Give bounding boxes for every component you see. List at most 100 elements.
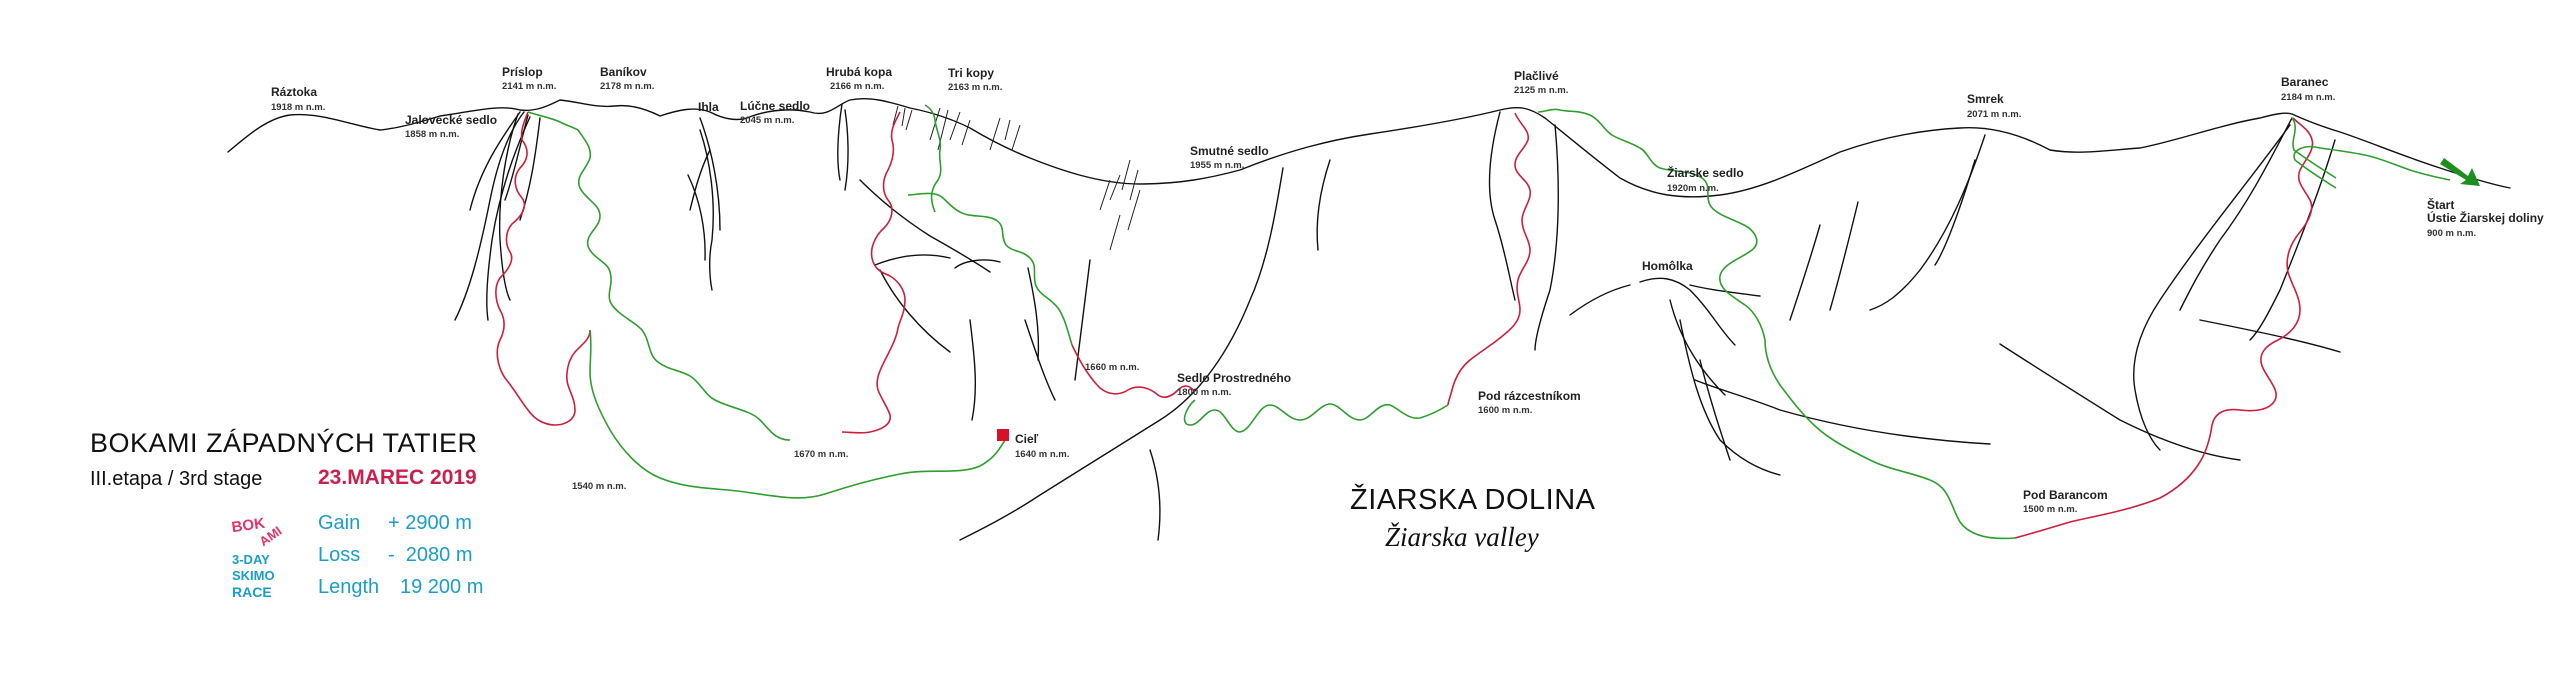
- bokami-logo: BOK AMI: [231, 515, 285, 548]
- skimo-logo-line3: RACE: [232, 584, 272, 600]
- spur: [454, 111, 525, 321]
- label-smutne-sedlo: Smutné sedlo: [1190, 144, 1269, 158]
- elev-start: 900 m n.m.: [2427, 228, 2476, 239]
- label-banikov: Baníkov: [600, 65, 647, 79]
- spur: [859, 179, 991, 273]
- spur: [2179, 117, 2293, 311]
- climb-segment-start2: [2291, 117, 2337, 179]
- peak-labels: Ráztoka 1918 m n.m. Jalovecké sedlo 1858…: [271, 65, 2335, 273]
- spur: [879, 269, 951, 353]
- climb-segment-tri-kopy: [924, 104, 942, 213]
- spur: [1694, 379, 1991, 445]
- descent-segment-prislop: [495, 111, 591, 426]
- label-sedlo-prostredneho: Sedlo Prostredného: [1177, 371, 1291, 385]
- rock-hatching: [892, 105, 1141, 251]
- label-ciel: Cieľ: [1015, 432, 1039, 446]
- descent-segment-baranec: [2014, 117, 2314, 539]
- label-placlive: Plačlivé: [1514, 69, 1559, 83]
- elev-hruba-kopa: 2166 m n.m.: [830, 81, 884, 92]
- elev-baranec: 2184 m n.m.: [2281, 92, 2335, 103]
- spur: [699, 129, 714, 291]
- climb-route: [527, 104, 2451, 540]
- spur: [2133, 124, 2291, 451]
- spur: [1488, 111, 1516, 301]
- elev-smutne-sedlo: 1955 m n.m.: [1190, 160, 1244, 171]
- spur: [498, 113, 519, 301]
- spur: [1689, 284, 1761, 297]
- elev-1660: 1660 m n.m.: [1085, 362, 1139, 373]
- elev-pod-barancom: 1500 m n.m.: [2023, 504, 2077, 515]
- spur: [1669, 299, 1726, 396]
- main-ridge: [227, 98, 2511, 198]
- label-lucne-sedlo: Lúčne sedlo: [740, 99, 810, 113]
- elev-banikov: 2178 m n.m.: [600, 81, 654, 92]
- spur: [2199, 319, 2341, 353]
- start-arrow-icon: [2440, 158, 2480, 186]
- elev-jalovecke-sedlo: 1858 m n.m.: [405, 129, 459, 140]
- elev-raztoka: 1918 m n.m.: [271, 102, 325, 113]
- spur: [486, 116, 531, 321]
- label-jalovecke-sedlo: Jalovecké sedlo: [405, 113, 497, 127]
- elev-ciel: 1640 m n.m.: [1015, 449, 1069, 460]
- label-smrek: Smrek: [1967, 92, 2004, 106]
- stage-label: III.etapa / 3rd stage: [90, 468, 263, 490]
- descent-segment-tri-kopy: [841, 111, 906, 434]
- climb-segment-start: [2293, 145, 2451, 189]
- gain-value: + 2900 m: [388, 512, 472, 534]
- climb-segment-banikov: [577, 129, 791, 441]
- valley-subtitle: Žiarska valley: [1385, 522, 1539, 552]
- label-pod-barancom: Pod Barancom: [2023, 488, 2108, 502]
- spur: [504, 114, 529, 201]
- skimo-logo-line1: 3-DAY: [232, 552, 270, 567]
- label-raztoka: Ráztoka: [271, 85, 317, 99]
- spur: [689, 149, 711, 211]
- elev-sedlo-prostredneho: 1800 m n.m.: [1177, 387, 1231, 398]
- spur: [837, 103, 843, 181]
- climb-segment-placlive-descent: [1183, 399, 1449, 433]
- spur: [954, 259, 1001, 269]
- spur: [844, 109, 849, 191]
- descent-route: [495, 111, 2314, 539]
- label-baranec: Baranec: [2281, 75, 2329, 89]
- spur: [1534, 124, 1559, 351]
- spur: [1999, 343, 2241, 461]
- climb-segment-sedlo-prostredneho: [907, 192, 1073, 346]
- label-tri-kopy: Tri kopy: [948, 66, 994, 80]
- waypoint-labels: Štart Ústie Žiarskej doliny 900 m n.m. P…: [572, 197, 2544, 515]
- label-hruba-kopa: Hrubá kopa: [826, 65, 892, 79]
- label-homolka: Homôlka: [1642, 259, 1693, 273]
- elev-prislop: 2141 m n.m.: [502, 81, 556, 92]
- loss-value: - 2080 m: [388, 544, 473, 566]
- elev-tri-kopy: 2163 m n.m.: [948, 82, 1002, 93]
- hatch: [929, 107, 1141, 251]
- label-ihla: Ihla: [698, 100, 719, 114]
- spur: [874, 254, 951, 266]
- race-title: BOKAMI ZÁPADNÝCH TATIER: [90, 428, 478, 458]
- label-start: Štart: [2427, 197, 2454, 212]
- descent-segment-sedlo: [1071, 344, 1196, 398]
- valley-name: ŽIARSKA DOLINA: [1350, 484, 1596, 516]
- spur: [959, 167, 1284, 541]
- elev-lucne-sedlo: 2045 m n.m.: [740, 115, 794, 126]
- spur: [1829, 201, 1859, 311]
- spur: [1679, 319, 1781, 476]
- label-ziarske-sedlo: Žiarske sedlo: [1667, 165, 1744, 180]
- spur: [1569, 284, 1631, 316]
- label-pod-razcestnikom: Pod rázcestníkom: [1478, 389, 1581, 403]
- bokami-logo-line1: BOK: [231, 515, 267, 536]
- climb-segment-ciel: [589, 329, 1006, 499]
- spur: [1639, 277, 1736, 346]
- elev-pod-razcestnikom: 1600 m n.m.: [1478, 405, 1532, 416]
- elev-ziarske-sedlo: 1920m n.m.: [1667, 183, 1719, 194]
- length-label: Length: [318, 576, 380, 598]
- ridge-lines: [227, 98, 2511, 541]
- elev-placlive: 2125 m n.m.: [1514, 85, 1568, 96]
- spur: [1934, 159, 1976, 266]
- spur: [1074, 259, 1091, 381]
- climb-segment-prislop-top: [527, 111, 579, 131]
- start-arrow-head: [2440, 158, 2480, 186]
- finish-marker-icon: [997, 429, 1009, 441]
- hatch: [892, 105, 913, 131]
- skimo-race-logo: 3-DAY SKIMO RACE: [232, 552, 275, 600]
